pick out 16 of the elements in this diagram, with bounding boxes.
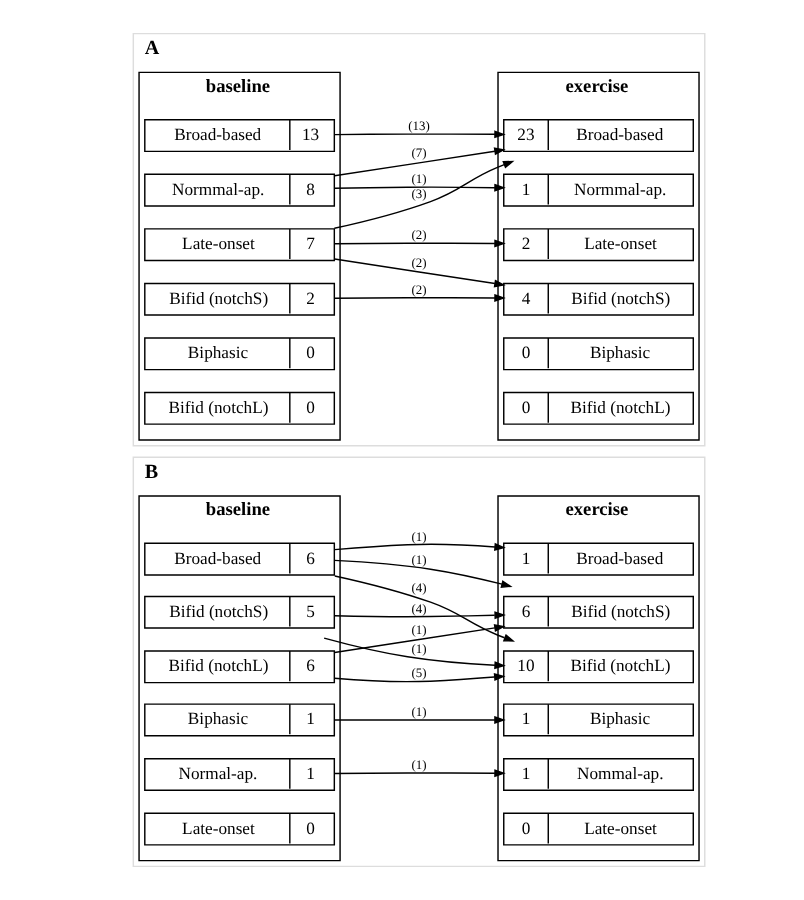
arrow — [333, 160, 515, 229]
arrow — [333, 624, 506, 654]
arrow — [333, 715, 506, 724]
arrow — [333, 611, 506, 620]
arrow — [333, 130, 506, 139]
arrow — [333, 239, 506, 248]
arrow — [333, 293, 506, 303]
arrow — [323, 637, 506, 670]
arrow — [333, 769, 506, 778]
arrow — [333, 147, 506, 177]
arrow — [334, 575, 516, 642]
arrow — [333, 258, 506, 288]
arrow — [333, 559, 513, 588]
arrow — [333, 183, 506, 192]
arrow — [333, 673, 506, 683]
arrow — [334, 542, 506, 551]
